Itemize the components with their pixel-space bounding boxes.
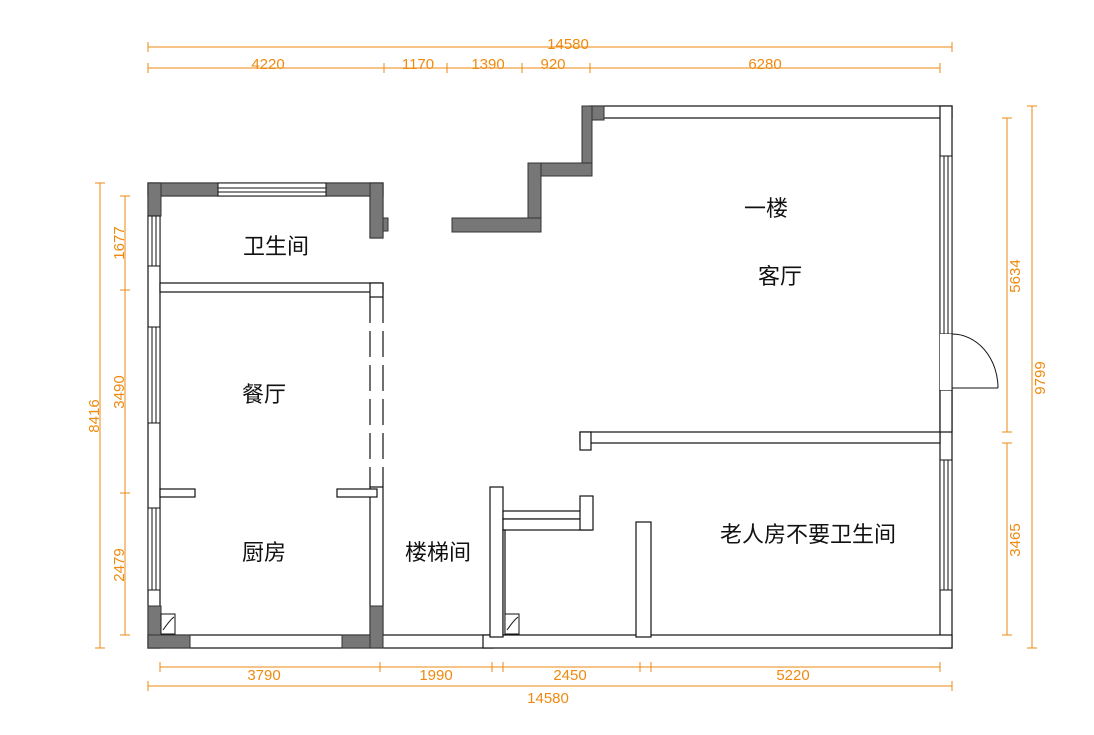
room-label-kitchen: 厨房 [242,541,286,566]
left-total-dimension: 8416 [86,399,103,432]
right-dimension-1: 5634 [1007,259,1024,292]
step-wall-bottom [451,217,542,233]
left-dimension-3: 2479 [111,548,128,581]
floor-label: 一楼 [744,197,788,222]
top-dimension-1: 4220 [251,56,284,73]
top-dimension-4: 920 [540,56,565,73]
corner-shafts [160,613,520,635]
top-right-wall [589,105,953,119]
left-dimension-2: 3490 [111,375,128,408]
top-dimension-3: 1390 [471,56,504,73]
bottom-total-dimension: 14580 [527,690,569,707]
room-label-living: 客厅 [758,265,802,290]
bottom-dimension-2: 1990 [419,667,452,684]
room-label-bathroom: 卫生间 [243,235,309,260]
windows [147,155,953,591]
right-total-dimension: 9799 [1032,361,1049,394]
bottom-dimension-lines [147,662,953,691]
bottom-dimension-3: 2450 [553,667,586,684]
kitchen-left-stub [159,488,196,498]
kitchen-right-stub [336,488,378,498]
bottom-right-wall [482,634,953,649]
living-divider-wall [579,431,941,444]
top-dimension-5: 6280 [748,56,781,73]
stair-right-wall [489,486,504,638]
dining-right-stub [369,282,384,298]
room-label-stairwell: 楼梯间 [405,541,471,566]
bottom-dimension-1: 3790 [247,667,280,684]
left-dimension-lines [95,182,130,649]
bottom-left-wall [147,634,494,649]
left-dimension-1: 1677 [111,226,128,259]
room-label-elder-room: 老人房不要卫生间 [720,523,896,548]
entrance-door [940,333,999,390]
elder-left-wall [635,521,652,638]
top-dimension-2: 1170 [402,56,434,73]
top-dimension-lines [147,42,953,73]
bottom-dimension-4: 5220 [776,667,809,684]
right-dimension-lines [1002,105,1037,649]
room-label-dining: 餐厅 [242,383,286,408]
top-total-dimension: 14580 [547,36,589,53]
bathroom-bottom-wall [159,282,384,293]
right-dimension-2: 3465 [1007,523,1024,556]
